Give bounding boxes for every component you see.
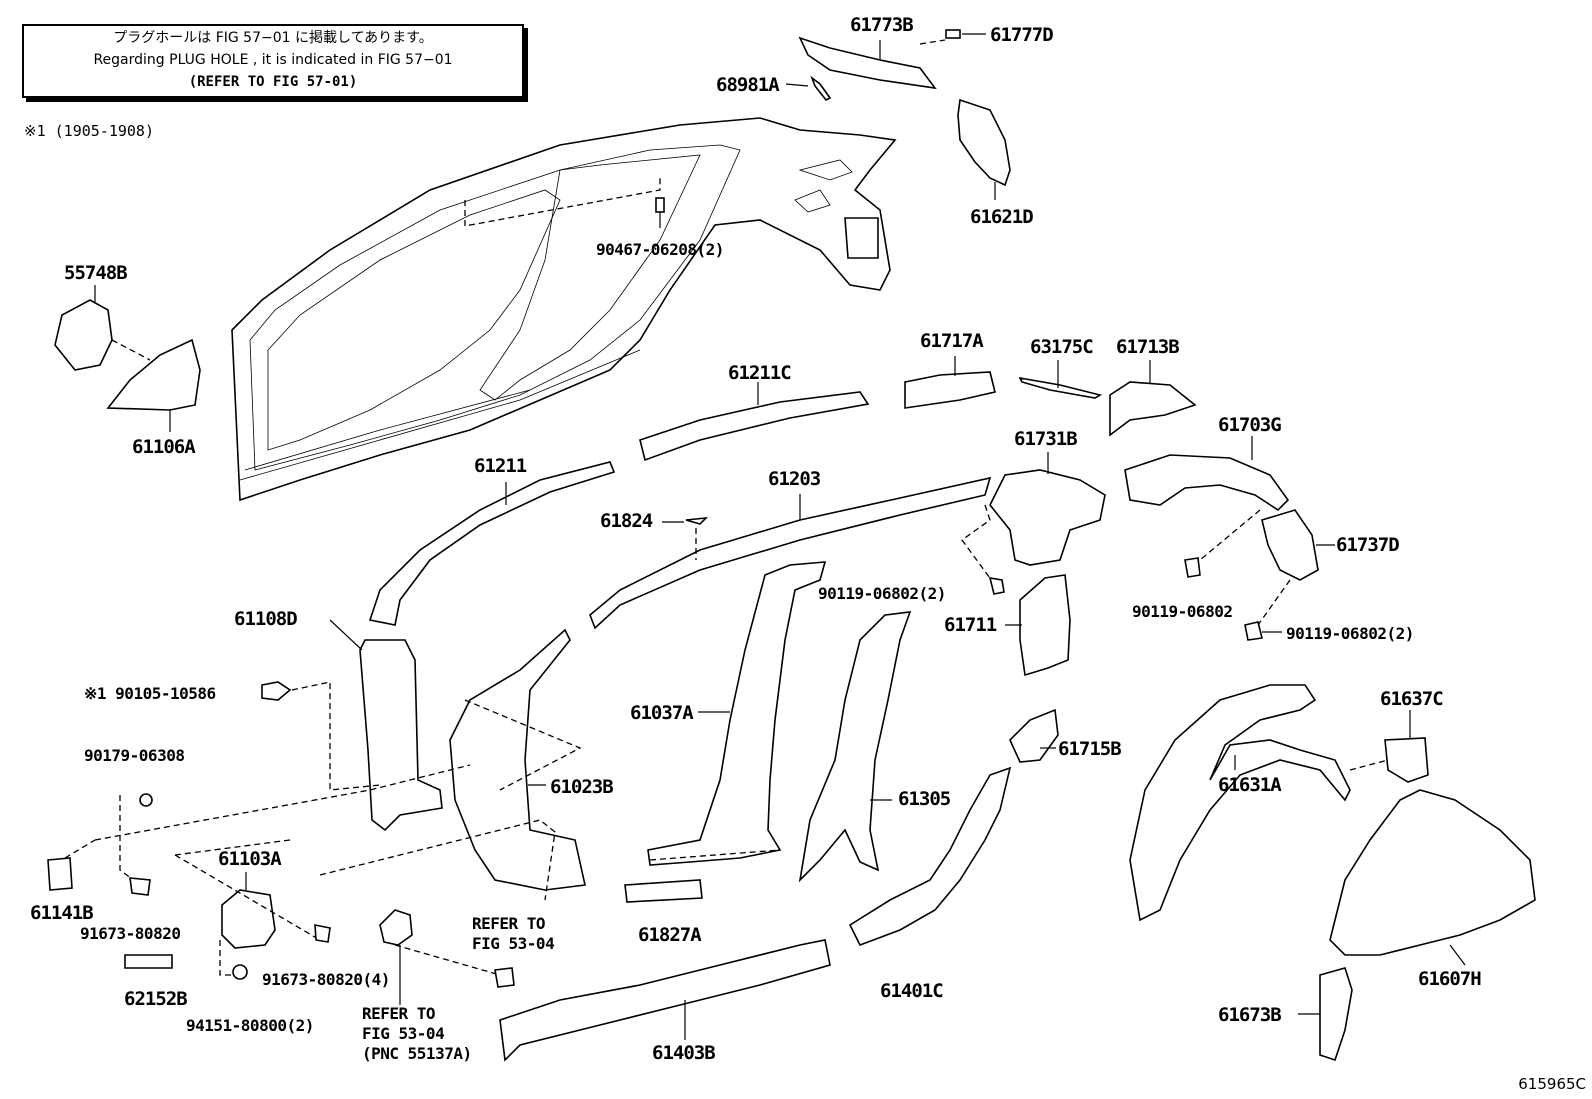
part-61827A-shape (624, 879, 703, 903)
note-line-refer: (REFER TO FIG 57-01) (188, 74, 358, 90)
label-90179-06308[interactable]: 90179-06308 (84, 746, 185, 765)
label-90105-10586[interactable]: ※1 90105-10586 (84, 684, 216, 703)
footnote-date-range: ※1 (1905-1908) (24, 122, 154, 140)
label-61827A[interactable]: 61827A (638, 924, 702, 946)
bolt-90119-a (988, 577, 1005, 595)
body-side-outer-panel (231, 117, 897, 502)
part-61731B-shape (989, 469, 1106, 566)
part-61703G-shape (1124, 454, 1290, 512)
bolt-refer-53-04 (494, 967, 515, 988)
label-61023B[interactable]: 61023B (550, 776, 614, 798)
nut-90179 (139, 793, 153, 807)
label-61711[interactable]: 61711 (944, 614, 997, 636)
bolt-91673-b (314, 924, 331, 943)
part-61203-shape (589, 476, 992, 630)
part-61403B-shape (499, 939, 831, 1062)
part-61711-shape (1019, 574, 1071, 677)
part-61773B-shape (798, 36, 937, 90)
label-68981A[interactable]: 68981A (716, 74, 780, 96)
part-61211C-shape (639, 391, 870, 462)
label-61773B[interactable]: 61773B (850, 14, 914, 36)
label-91673-80820-a[interactable]: 91673-80820 (80, 924, 181, 943)
label-61713B[interactable]: 61713B (1116, 336, 1180, 358)
refer-note-2-line3: (PNC 55137A) (362, 1044, 472, 1063)
label-61703G[interactable]: 61703G (1218, 414, 1282, 436)
part-61715B-shape (1009, 708, 1059, 763)
label-61106A[interactable]: 61106A (132, 436, 196, 458)
nut-94151 (232, 964, 248, 980)
bolt-90119-c (1244, 621, 1263, 641)
refer-note-1-line2: FIG 53-04 (472, 934, 555, 953)
label-62152B[interactable]: 62152B (124, 988, 188, 1010)
label-90119-06802-b[interactable]: 90119-06802 (1132, 602, 1233, 621)
note-line-english: Regarding PLUG HOLE , it is indicated in… (93, 52, 453, 68)
label-61717A[interactable]: 61717A (920, 330, 984, 352)
label-61824[interactable]: 61824 (600, 510, 653, 532)
label-61203[interactable]: 61203 (768, 468, 821, 490)
label-61631A[interactable]: 61631A (1218, 774, 1282, 796)
part-61108D-shape (359, 639, 443, 832)
part-55748B-shape (54, 299, 113, 371)
label-61715B[interactable]: 61715B (1058, 738, 1122, 760)
part-61717A-shape (904, 371, 996, 409)
plug-hole-reference-note: プラグホールは FIG 57−01 に掲載してあります。 Regarding P… (22, 24, 524, 98)
note-line-japanese: プラグホールは FIG 57−01 に掲載してあります。 (113, 30, 433, 46)
label-90119-06802-c[interactable]: 90119-06802(2) (1286, 624, 1414, 643)
part-61621D-shape (957, 98, 1011, 187)
refer-note-2-line1: REFER TO (362, 1004, 436, 1023)
label-61607H[interactable]: 61607H (1418, 968, 1482, 990)
label-61621D[interactable]: 61621D (970, 206, 1034, 228)
part-61103A-shape (221, 889, 276, 949)
label-61141B[interactable]: 61141B (30, 902, 94, 924)
part-61141B-shape (47, 857, 73, 891)
part-62152B-shape (124, 954, 173, 969)
clip-90467 (655, 197, 665, 213)
label-61637C[interactable]: 61637C (1380, 688, 1444, 710)
part-61777D-shape (945, 29, 961, 39)
part-61023B-shape (449, 628, 586, 891)
part-61305-shape (798, 611, 912, 883)
label-61211C[interactable]: 61211C (728, 362, 792, 384)
part-61673B-shape (1319, 967, 1353, 1062)
refer-note-2-line2: FIG 53-04 (362, 1024, 445, 1043)
label-61037A[interactable]: 61037A (630, 702, 694, 724)
part-61737D-shape (1261, 509, 1319, 581)
part-61713B-shape (1109, 381, 1197, 437)
bolt-90105 (261, 681, 292, 701)
label-61731B[interactable]: 61731B (1014, 428, 1078, 450)
label-63175C[interactable]: 63175C (1030, 336, 1094, 358)
label-61305[interactable]: 61305 (898, 788, 951, 810)
part-68981A-shape (810, 75, 832, 102)
label-94151-80800[interactable]: 94151-80800(2) (186, 1016, 314, 1035)
part-61637C-shape (1384, 737, 1429, 783)
part-61607H-shape (1329, 789, 1536, 956)
label-61108D[interactable]: 61108D (234, 608, 298, 630)
label-61403B[interactable]: 61403B (652, 1042, 716, 1064)
part-61106A-shape (106, 338, 201, 411)
label-90467-06208[interactable]: 90467-06208(2) (596, 240, 724, 259)
label-55748B[interactable]: 55748B (64, 262, 128, 284)
part-61824-shape (685, 516, 709, 525)
plug-refer-53-04 (379, 909, 413, 946)
label-61777D[interactable]: 61777D (990, 24, 1054, 46)
bolt-90119-b (1184, 557, 1201, 578)
label-61211[interactable]: 61211 (474, 455, 527, 477)
part-63175C-shape (1018, 376, 1103, 399)
figure-id: 615965C (1518, 1075, 1586, 1093)
label-61103A[interactable]: 61103A (218, 848, 282, 870)
label-61737D[interactable]: 61737D (1336, 534, 1400, 556)
part-61401C-shape (848, 766, 1012, 947)
label-61673B[interactable]: 61673B (1218, 1004, 1282, 1026)
refer-note-1-line1: REFER TO (472, 914, 546, 933)
part-61211-shape (368, 461, 616, 626)
label-90119-06802-a[interactable]: 90119-06802(2) (818, 584, 946, 603)
bolt-91673-a (129, 877, 151, 896)
label-61401C[interactable]: 61401C (880, 980, 944, 1002)
label-91673-80820-b[interactable]: 91673-80820(4) (262, 970, 390, 989)
part-61631A-shape (1129, 684, 1351, 922)
